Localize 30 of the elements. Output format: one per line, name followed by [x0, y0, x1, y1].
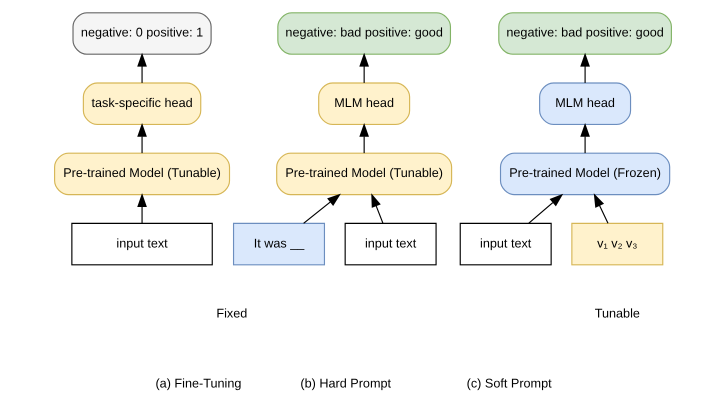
- arrow: [137, 122, 147, 154]
- node-box: negative: 0 positive: 1: [72, 12, 212, 55]
- label: (a) Fine-Tuning: [155, 376, 242, 391]
- arrow: [594, 193, 608, 224]
- label: (b) Hard Prompt: [300, 376, 392, 391]
- node-box: negative: bad positive: good: [498, 12, 672, 55]
- node-box: negative: bad positive: good: [277, 12, 452, 55]
- arrow: [137, 193, 147, 224]
- node-box: It was __: [232, 222, 326, 266]
- node-label: Fixed: [216, 306, 248, 321]
- node-box: Pre-trained Model (Tunable): [54, 152, 230, 196]
- arrow: [359, 52, 369, 83]
- arrow: [528, 194, 564, 224]
- node-box: input text: [71, 222, 213, 266]
- node-box: v₁ v₂ v₃: [571, 222, 664, 266]
- arrow: [371, 193, 384, 224]
- node-box: input text: [460, 222, 552, 266]
- node-box: Pre-trained Model (Frozen): [500, 152, 670, 196]
- label: (c) Soft Prompt: [466, 376, 552, 391]
- node-box: MLM head: [318, 82, 410, 125]
- node-label: Tunable: [594, 306, 640, 321]
- arrow: [580, 122, 590, 154]
- arrow: [303, 194, 341, 224]
- arrow: [359, 122, 369, 154]
- node-box: task-specific head: [82, 82, 202, 125]
- node-box: input text: [344, 222, 437, 266]
- node-box: MLM head: [539, 82, 632, 125]
- node-box: Pre-trained Model (Tunable): [276, 152, 452, 196]
- arrow: [580, 52, 590, 83]
- arrow: [137, 52, 147, 83]
